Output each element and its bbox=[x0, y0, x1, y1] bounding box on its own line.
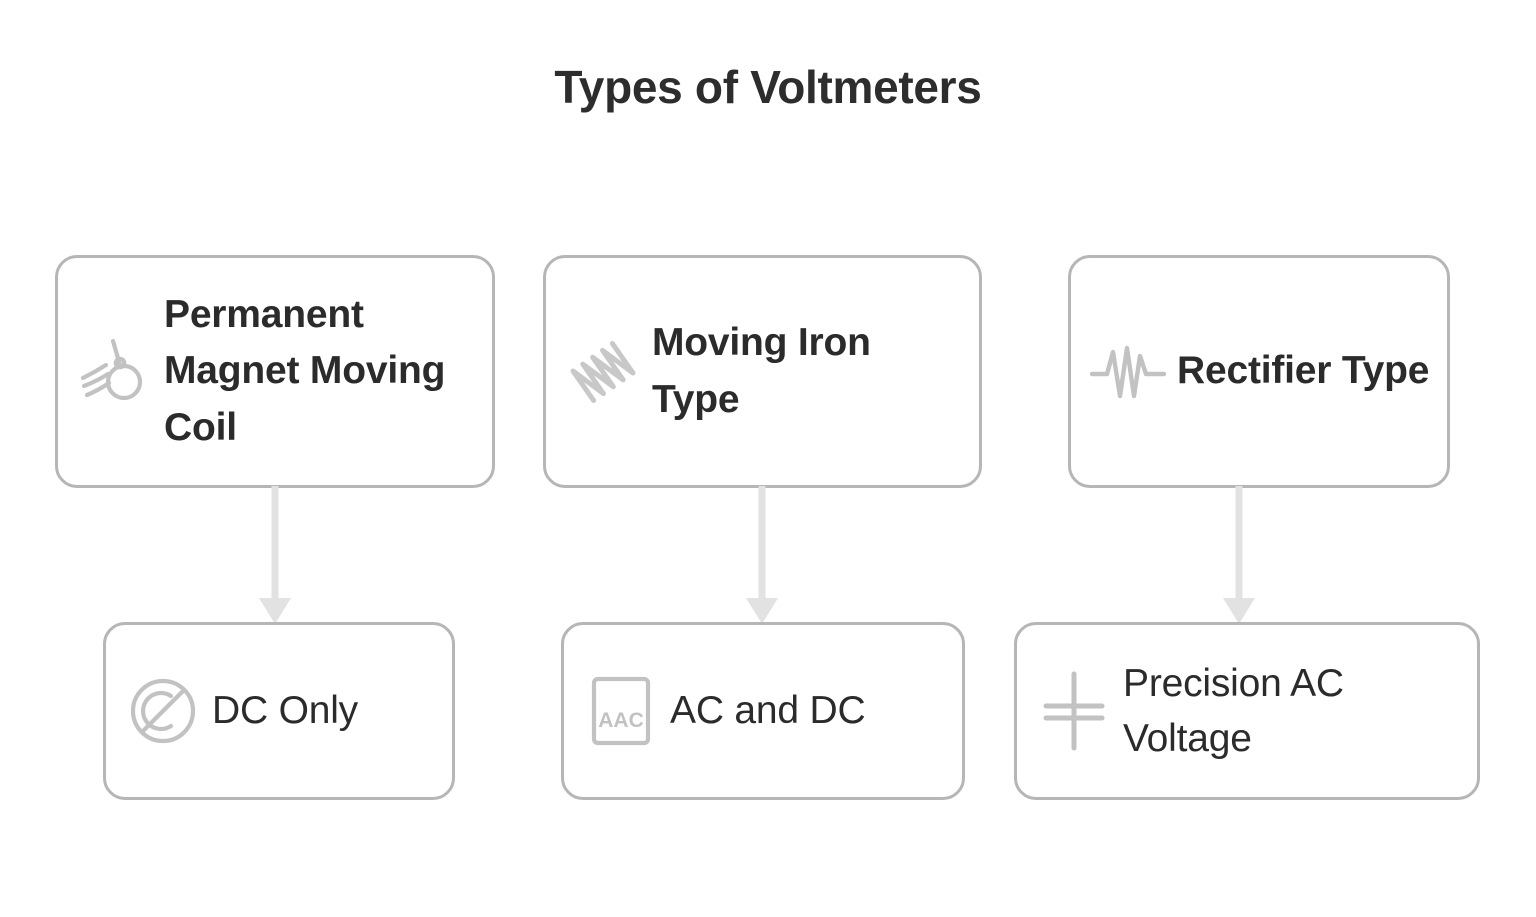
card-label-ac-and-dc: AC and DC bbox=[670, 689, 866, 733]
gauge-meter-icon bbox=[120, 668, 206, 754]
card-label-dc-only: DC Only bbox=[212, 689, 358, 733]
card-label-moving-iron-type: Moving Iron Type bbox=[652, 320, 871, 421]
card-label-permanent-magnet-moving-coil: Permanent Magnet Moving Coil bbox=[164, 292, 446, 449]
page-title: Types of Voltmeters bbox=[554, 61, 982, 113]
connector-arrow-rectifier-to-precision-ac bbox=[1219, 486, 1259, 626]
aac-icon-text: AAC bbox=[598, 709, 644, 732]
card-rectifier-type[interactable]: Rectifier Type bbox=[1068, 255, 1450, 488]
connector-arrow-moving-iron-to-ac-and-dc bbox=[742, 486, 782, 626]
card-label-precision-ac-voltage: Precision AC Voltage bbox=[1123, 661, 1344, 760]
capacitor-icon bbox=[1031, 668, 1117, 754]
coil-spring-icon bbox=[560, 329, 646, 415]
magnet-moving-coil-icon bbox=[72, 329, 158, 415]
card-moving-iron-type[interactable]: Moving Iron Type bbox=[543, 255, 982, 488]
card-dc-only[interactable]: DC Only bbox=[103, 622, 455, 800]
card-permanent-magnet-moving-coil[interactable]: Permanent Magnet Moving Coil bbox=[55, 255, 495, 488]
connector-arrow-pmmc-to-dc-only bbox=[255, 486, 295, 626]
aac-box-icon: AAC bbox=[578, 668, 664, 754]
card-precision-ac-voltage[interactable]: Precision AC Voltage bbox=[1014, 622, 1480, 800]
card-ac-and-dc[interactable]: AAC AC and DC bbox=[561, 622, 965, 800]
waveform-icon bbox=[1085, 329, 1171, 415]
card-label-rectifier-type: Rectifier Type bbox=[1177, 349, 1430, 393]
